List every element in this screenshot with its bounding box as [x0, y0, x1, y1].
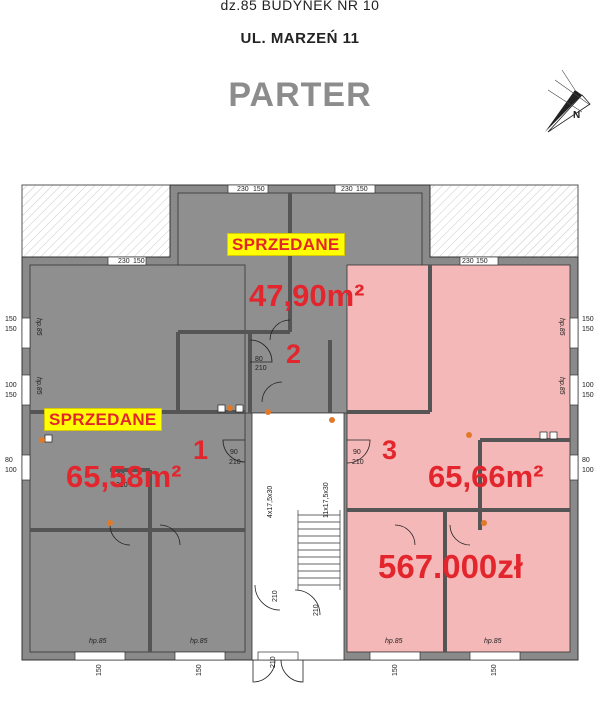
- hp-bottom-4: hp.85: [484, 638, 502, 645]
- dim-bottom-150c: 150: [392, 664, 399, 676]
- hp-right-2: hp.85: [558, 377, 565, 395]
- terrace-right: [429, 184, 579, 258]
- unit-3-price-label: 567.000zł: [378, 548, 523, 585]
- fixtures: [39, 404, 558, 526]
- windows: [21, 184, 579, 661]
- dim-bottom-150a: 150: [96, 664, 103, 676]
- dim-right-80: 80: [582, 457, 590, 464]
- dim-window-top-2b: 150: [356, 186, 368, 193]
- header-floor: PARTER: [228, 76, 372, 114]
- hp-right-1: hp.85: [558, 318, 565, 336]
- dim-door-u3-90: 90: [353, 449, 361, 456]
- doors: [109, 319, 471, 683]
- unit-1-status-badge: SPRZEDANE: [44, 408, 162, 431]
- dim-window-u1: 230: [118, 258, 130, 265]
- dim-door-u2-80: 80: [255, 356, 263, 363]
- unit-1-number: 1: [193, 435, 209, 465]
- unit-3-area: [346, 264, 571, 653]
- dim-stair-door-210: 210: [272, 590, 279, 602]
- dim-left-150b: 150: [5, 326, 17, 333]
- dim-bottom-150b: 150: [196, 664, 203, 676]
- dim-left-80: 80: [5, 457, 13, 464]
- hp-left-2: hp.85: [35, 377, 42, 395]
- dim-door-u2-210: 210: [255, 365, 267, 372]
- hp-bottom-3: hp.85: [385, 638, 403, 645]
- dim-door-u1b-80: 80: [117, 472, 125, 479]
- dim-right-100: 100: [582, 382, 594, 389]
- dim-window-u3: 230: [462, 258, 474, 265]
- dim-right-150b: 150: [582, 326, 594, 333]
- unit-2-number: 2: [286, 339, 302, 369]
- header-plot-building: dz.85 BUDYNEK NR 10: [220, 0, 380, 13]
- dim-left-150a: 150: [5, 316, 17, 323]
- dim-window-u1b: 150: [133, 258, 145, 265]
- dim-door-u1-90: 90: [230, 449, 238, 456]
- dim-window-u3b: 150: [476, 258, 488, 265]
- dim-stairs-left: 4x17,5x30: [267, 485, 274, 518]
- dim-window-top-2: 230: [341, 186, 353, 193]
- dim-right-150a: 150: [582, 316, 594, 323]
- unit-3-area-label: 65,66m²: [428, 459, 544, 494]
- unit-2-status-badge: SPRZEDANE: [227, 233, 345, 256]
- unit-3-number: 3: [382, 435, 398, 465]
- terrace-left: [21, 184, 171, 258]
- dim-stairs-right: 11x17,5x30: [323, 482, 330, 518]
- header-street: UL. MARZEŃ 11: [240, 30, 360, 47]
- compass-icon: [545, 69, 591, 133]
- hp-bottom-1: hp.85: [89, 638, 107, 645]
- unit-2-area-label: 47,90m²: [249, 278, 365, 313]
- hp-bottom-2: hp.85: [190, 638, 208, 645]
- dim-window-top-1: 230: [237, 186, 249, 193]
- dim-stair-door-210b: 210: [313, 604, 320, 616]
- hp-left-1: hp.85: [35, 318, 42, 336]
- dim-door-u1b-210: 210: [116, 482, 128, 489]
- dim-entrance-210: 210: [270, 656, 277, 668]
- stairs: [297, 510, 341, 590]
- dim-left-150c: 150: [5, 392, 17, 399]
- dim-door-u1-210: 210: [229, 459, 241, 466]
- dim-left-100b: 100: [5, 467, 17, 474]
- dim-left-100: 100: [5, 382, 17, 389]
- dim-right-150c: 150: [582, 392, 594, 399]
- dim-door-u3-210: 210: [352, 459, 364, 466]
- compass-label: N: [573, 110, 581, 121]
- dim-right-100b: 100: [582, 467, 594, 474]
- unit-2-walls: [176, 193, 332, 413]
- dim-window-top-1b: 150: [253, 186, 265, 193]
- unit-1-area: [29, 264, 246, 653]
- dim-bottom-150d: 150: [491, 664, 498, 676]
- unit-3-walls: [347, 265, 570, 652]
- unit-1-area-label: 65,58m²: [66, 459, 182, 494]
